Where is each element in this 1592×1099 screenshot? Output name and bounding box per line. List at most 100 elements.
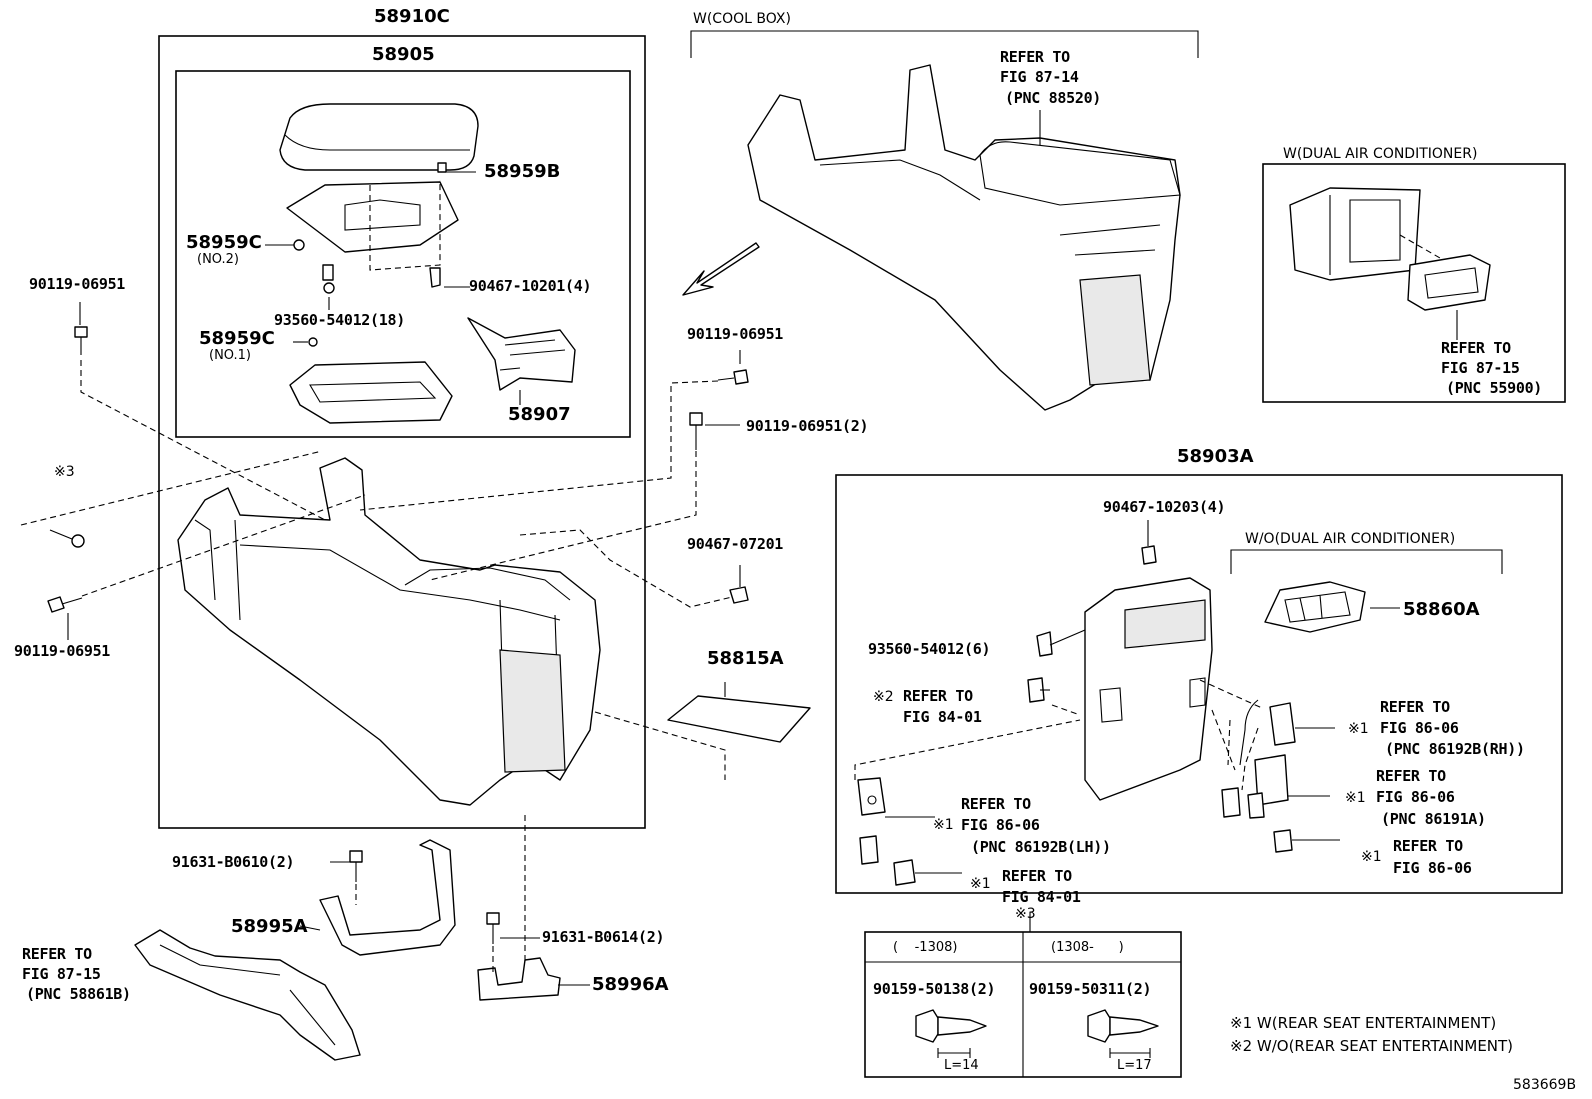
duct-refer: REFER TO xyxy=(22,945,92,963)
label-90467-07201: 90467-07201 xyxy=(687,535,784,553)
dual-refer: REFER TO xyxy=(1441,339,1511,357)
r5-mark: ※1 xyxy=(1345,790,1366,806)
frame-58903A xyxy=(835,474,1563,894)
label-no1: (NO.1) xyxy=(209,348,251,363)
label-91631-B0614: 91631-B0614(2) xyxy=(542,928,665,946)
dual-ac-vent xyxy=(1407,254,1491,311)
frame-dual-ac xyxy=(1262,163,1566,403)
bolt-mid2 xyxy=(689,412,703,450)
bracket-wo-dual-ac xyxy=(1230,549,1503,574)
table-screw-2 xyxy=(1087,1009,1159,1058)
table-col1-len: L=14 xyxy=(944,1058,979,1073)
bracket-58995A xyxy=(319,839,456,956)
frame-58905 xyxy=(175,70,631,438)
r6-mark: ※1 xyxy=(1361,849,1382,865)
clip-90467-07201 xyxy=(729,586,749,604)
label-58995A: 58995A xyxy=(231,916,308,937)
screw-mark3 xyxy=(49,529,85,548)
r2-fig: FIG 86-06 xyxy=(961,816,1040,834)
duct-fig: FIG 87-15 xyxy=(22,965,101,983)
r6-fig: FIG 86-06 xyxy=(1393,859,1472,877)
label-91631-B0610: 91631-B0610(2) xyxy=(172,853,295,871)
label-58860A: 58860A xyxy=(1403,599,1480,620)
note3-mark: ※3 xyxy=(1015,906,1036,922)
console-body xyxy=(177,457,601,806)
r5-refer: REFER TO xyxy=(1376,767,1446,785)
label-90467-10203: 90467-10203(4) xyxy=(1103,498,1226,516)
r2-pnc: (PNC 86192B(LH)) xyxy=(971,838,1111,856)
document-id: 583669B xyxy=(1513,1077,1577,1093)
coolbox-refer: REFER TO xyxy=(1000,48,1070,66)
bracket-cool-box xyxy=(690,30,1199,58)
bolt-91631-B0614 xyxy=(486,912,500,944)
label-90119-top-left: 90119-06951 xyxy=(29,275,126,293)
r2-refer: REFER TO xyxy=(961,795,1031,813)
coolbox-pnc: (PNC 88520) xyxy=(1005,89,1102,107)
table-col2-part: 90159-50311(2) xyxy=(1029,980,1152,998)
r4-mark: ※1 xyxy=(1348,721,1369,737)
duct-pnc: (PNC 58861B) xyxy=(26,985,131,1003)
header-wo-dual-ac: W/O(DUAL AIR CONDITIONER) xyxy=(1245,531,1456,547)
label-no2: (NO.2) xyxy=(197,252,239,267)
r4-fig: FIG 86-06 xyxy=(1380,719,1459,737)
r3-fig: FIG 84-01 xyxy=(1002,888,1081,906)
r4-pnc: (PNC 86192B(RH)) xyxy=(1385,740,1525,758)
label-58907: 58907 xyxy=(508,404,571,425)
bracket-58996A xyxy=(477,957,561,1001)
r1-fig: FIG 84-01 xyxy=(903,708,982,726)
switch-86191A xyxy=(1254,754,1289,806)
switch-rh xyxy=(1269,702,1296,746)
dual-pnc: (PNC 55900) xyxy=(1446,379,1543,397)
header-58903A: 58903A xyxy=(1177,446,1254,467)
frame-58910C xyxy=(158,35,646,829)
label-58959C-no2: 58959C xyxy=(186,232,262,253)
label-58996A: 58996A xyxy=(592,974,669,995)
label-90119-mid2: 90119-06951(2) xyxy=(746,417,869,435)
header-58905: 58905 xyxy=(372,44,435,65)
label-93560-54012-6: 93560-54012(6) xyxy=(868,640,991,658)
r3-mark: ※1 xyxy=(970,876,991,892)
r6-refer: REFER TO xyxy=(1393,837,1463,855)
r5-fig: FIG 86-06 xyxy=(1376,788,1455,806)
bolt-left-lower xyxy=(47,596,83,613)
label-90467-10201: 90467-10201(4) xyxy=(469,277,592,295)
r2-mark: ※1 xyxy=(933,817,954,833)
header-cool-box: W(COOL BOX) xyxy=(693,11,791,27)
table-col2-len: L=17 xyxy=(1117,1058,1152,1073)
bolt-mid xyxy=(717,369,749,385)
armrest-lid xyxy=(279,103,479,171)
r4-refer: REFER TO xyxy=(1380,698,1450,716)
label-58959B: 58959B xyxy=(484,161,561,182)
r1-refer: REFER TO xyxy=(903,687,973,705)
label-90119-mid: 90119-06951 xyxy=(687,325,784,343)
header-dual-ac: W(DUAL AIR CONDITIONER) xyxy=(1283,146,1478,162)
pad-58815A xyxy=(667,695,811,743)
table-col2-header: (1308- ) xyxy=(1051,940,1124,955)
lid-hinge-plate xyxy=(286,181,459,253)
bolt-left-upper xyxy=(74,326,88,355)
bolt-91631-B0610 xyxy=(349,850,363,882)
header-58910C: 58910C xyxy=(374,6,450,27)
table-col1-header: ( -1308) xyxy=(893,940,958,955)
footnote-2: ※2 W/O(REAR SEAT ENTERTAINMENT) xyxy=(1230,1037,1514,1055)
r1-mark: ※2 xyxy=(873,689,894,705)
label-58959C-no1: 58959C xyxy=(199,328,275,349)
rear-vent-58860A xyxy=(1264,581,1366,633)
footnote-1: ※1 W(REAR SEAT ENTERTAINMENT) xyxy=(1230,1014,1497,1032)
table-screw-1 xyxy=(915,1009,987,1058)
r5-pnc: (PNC 86191A) xyxy=(1381,810,1486,828)
inner-tray xyxy=(289,361,453,424)
air-duct xyxy=(134,929,361,1061)
r3-refer: REFER TO xyxy=(1002,867,1072,885)
label-58815A: 58815A xyxy=(707,648,784,669)
label-93560-54012-18: 93560-54012(18) xyxy=(274,311,405,329)
coolbox-fig: FIG 87-14 xyxy=(1000,68,1079,86)
cool-box-console xyxy=(747,64,1181,411)
label-mark3-left: ※3 xyxy=(54,464,75,480)
dual-fig: FIG 87-15 xyxy=(1441,359,1520,377)
direction-arrow xyxy=(682,242,760,296)
table-col1-part: 90159-50138(2) xyxy=(873,980,996,998)
label-90119-bottom-left: 90119-06951 xyxy=(14,642,111,660)
